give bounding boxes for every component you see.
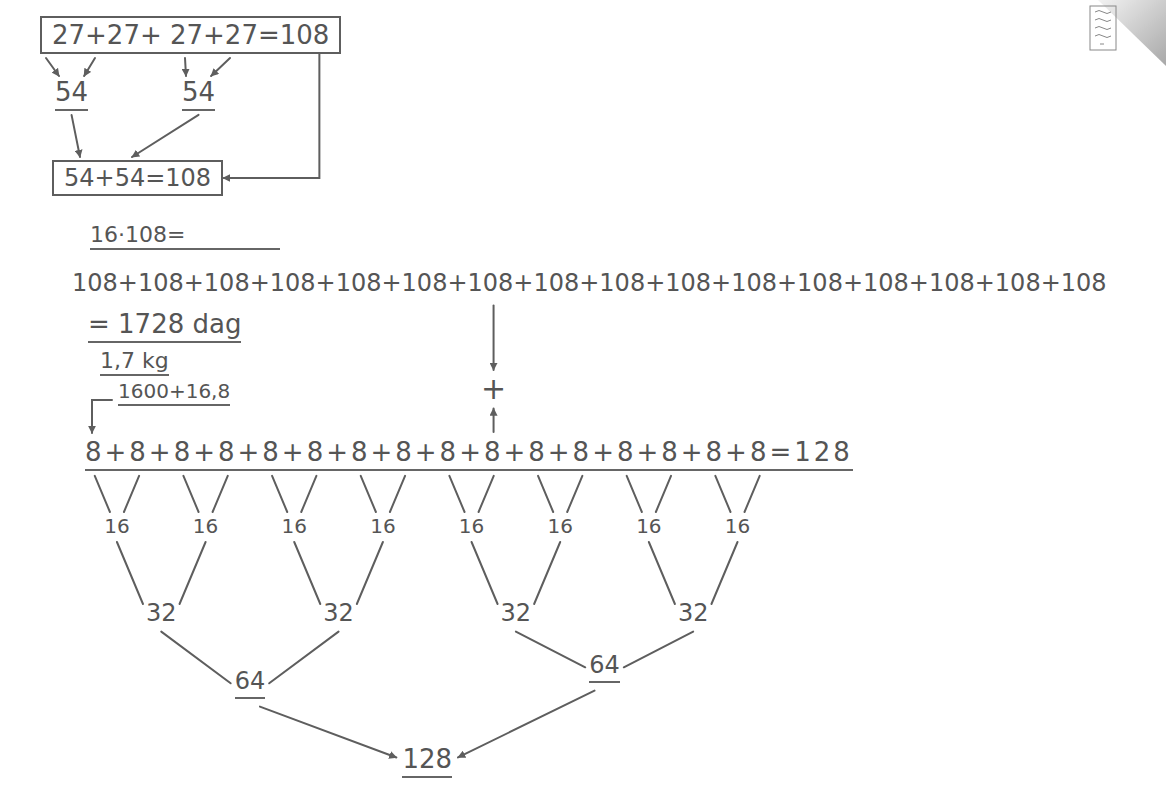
pencil-line (390, 476, 405, 512)
pencil-line (449, 476, 464, 512)
pencil-arrow (493, 306, 495, 370)
decomposition: 1600+16,8 (118, 380, 230, 406)
tree-sum: 16 (636, 515, 661, 538)
pencil-line (301, 476, 316, 512)
pencil-line (357, 542, 383, 604)
pencil-line (711, 542, 737, 604)
page-fold (1098, 0, 1166, 66)
pencil-line (294, 542, 320, 604)
equation-text: 27+27+ 27+27=108 (52, 20, 329, 50)
tree-sum: 32 (501, 600, 532, 628)
pencil-line (161, 632, 230, 684)
pencil-line (361, 476, 376, 512)
task-equation: 16·108= (90, 222, 280, 250)
partial-sum: 54 (55, 78, 88, 111)
pencil-arrow (46, 58, 59, 76)
pencil-line (656, 476, 671, 512)
pencil-line (269, 632, 338, 684)
tree-sum: 64 (235, 668, 266, 699)
scribble (1095, 11, 1111, 45)
tree-sum: 16 (193, 515, 218, 538)
pencil-arrow (260, 707, 396, 758)
tree-sum: 16 (725, 515, 750, 538)
pencil-line (534, 542, 560, 604)
pencil-line (649, 542, 675, 604)
equation-box: 27+27+ 27+27=108 (40, 16, 341, 54)
plus-sign: + (481, 372, 506, 407)
pencil-line (272, 476, 287, 512)
pencil-line (538, 476, 553, 512)
tree-sum: 16 (459, 515, 484, 538)
tree-sum: 32 (146, 600, 177, 628)
pencil-line (627, 476, 642, 512)
repeated-sum: 108+108+108+108+108+108+108+108+108+108+… (72, 270, 1107, 298)
pencil-arrow (132, 115, 199, 157)
pencil-line (479, 476, 494, 512)
scribble-box (1090, 6, 1116, 50)
pencil-arrow (211, 58, 230, 76)
pencil-arrow (72, 115, 80, 157)
pencil-arrow (185, 58, 186, 76)
partial-sum: 54 (182, 78, 215, 111)
pencil-line (117, 542, 143, 604)
pencil-line (180, 542, 206, 604)
pencil-arrow (92, 400, 112, 433)
result-kg: 1,7 kg (100, 348, 169, 376)
tree-sum: 32 (323, 600, 354, 628)
result: = 1728 dag (88, 310, 241, 343)
pencil-line (516, 632, 585, 668)
pencil-line (183, 476, 198, 512)
pencil-line (213, 476, 228, 512)
pencil-line (124, 476, 139, 512)
tree-sum: 16 (282, 515, 307, 538)
pencil-arrow (493, 409, 495, 433)
repeated-sum: 8+8+8+8+8+8+8+8+8+8+8+8+8+8+8+8=128 (85, 438, 853, 471)
tree-sum: 32 (678, 600, 709, 628)
pencil-line (472, 542, 498, 604)
pencil-line (715, 476, 730, 512)
pencil-line (745, 476, 760, 512)
tree-sum: 16 (370, 515, 395, 538)
equation-text: 54+54=108 (64, 164, 211, 192)
tree-sum: 16 (104, 515, 129, 538)
pencil-line (624, 632, 693, 668)
pencil-line (95, 476, 110, 512)
tree-sum: 128 (402, 745, 452, 778)
tree-sum: 16 (547, 515, 572, 538)
pencil-arrow (84, 58, 95, 76)
pencil-arrow (458, 691, 594, 758)
return-arrow (223, 54, 319, 178)
equation-box: 54+54=108 (52, 160, 223, 196)
pencil-line (567, 476, 582, 512)
tree-sum: 64 (589, 652, 620, 683)
